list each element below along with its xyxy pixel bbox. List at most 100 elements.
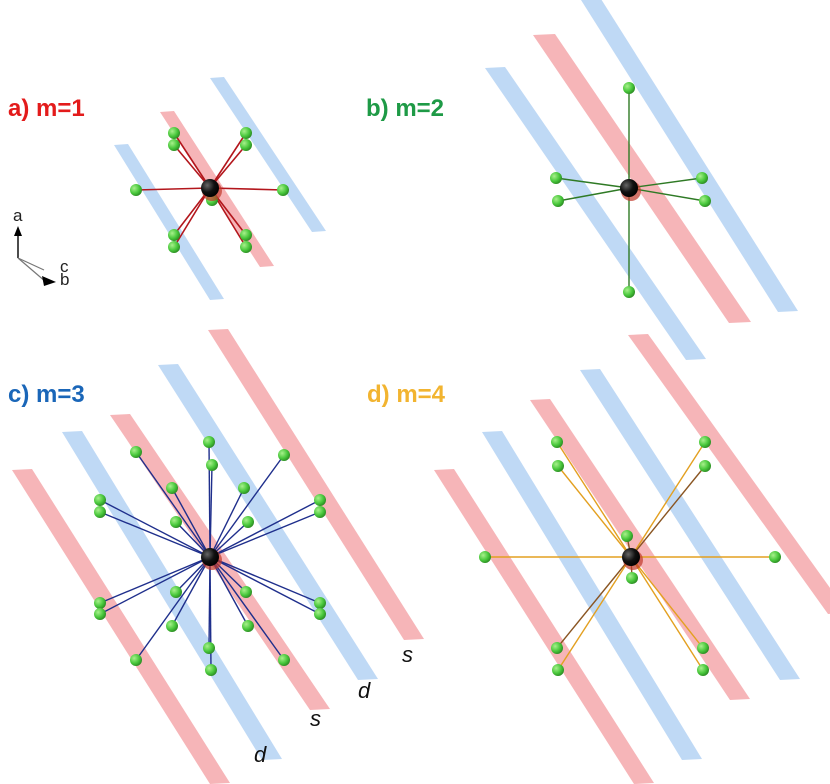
- bond: [209, 132, 247, 189]
- bond: [173, 132, 211, 189]
- center-atom: [201, 179, 219, 197]
- bond: [630, 556, 704, 649]
- ligand-atom: [170, 586, 182, 598]
- panel-c-label: c) m=3: [8, 381, 85, 408]
- ligand-atom: [314, 608, 326, 620]
- bond: [135, 187, 211, 191]
- bond: [628, 187, 706, 202]
- ligand-atom: [130, 654, 142, 666]
- ligand-atom: [240, 241, 252, 253]
- lattice-plane-d: [482, 431, 702, 760]
- center-atom: [201, 548, 219, 566]
- bond: [209, 511, 321, 558]
- ligand-atom: [623, 286, 635, 298]
- bond: [173, 187, 211, 248]
- center-atom: [622, 548, 640, 566]
- plane-label-d-left: d: [254, 742, 267, 767]
- bond: [209, 187, 284, 191]
- panel-b-label: b) m=2: [366, 95, 445, 122]
- lattice-plane-s: [12, 469, 230, 784]
- ligand-atom: [314, 494, 326, 506]
- lattice-plane-d: [581, 0, 798, 312]
- ligand-atom: [550, 172, 562, 184]
- ligand-atom: [203, 436, 215, 448]
- ligand-atom: [166, 482, 178, 494]
- bond: [209, 454, 285, 558]
- bond: [135, 451, 211, 558]
- ligand-atom: [551, 436, 563, 448]
- ligand-atom: [278, 449, 290, 461]
- ligand-atom: [166, 620, 178, 632]
- bond: [209, 556, 285, 661]
- ligand-atom: [697, 642, 709, 654]
- ligand-atom: [94, 608, 106, 620]
- ligand-atom: [699, 436, 711, 448]
- panel-a-label: a) m=1: [8, 95, 85, 122]
- bond: [630, 441, 706, 558]
- ligand-atom: [314, 597, 326, 609]
- bond: [135, 556, 211, 661]
- ligand-atom: [168, 241, 180, 253]
- lattice-plane-s: [533, 34, 751, 323]
- ligand-atom: [314, 506, 326, 518]
- axis-b-arrow: [17, 257, 47, 283]
- ligand-atom: [94, 494, 106, 506]
- bond: [171, 487, 211, 558]
- lattice-plane-s: [434, 469, 654, 784]
- ligand-atom: [205, 664, 217, 676]
- center-atom: [620, 179, 638, 197]
- axis-a-arrowhead: [14, 226, 22, 236]
- bond: [555, 177, 630, 189]
- ligand-atom: [240, 229, 252, 241]
- bond: [99, 511, 211, 558]
- bond: [171, 556, 211, 627]
- ligand-atom: [240, 139, 252, 151]
- lattice-plane-s: [628, 334, 830, 614]
- ligand-atom: [238, 482, 250, 494]
- axis-triad: [14, 226, 56, 286]
- ligand-atom: [552, 195, 564, 207]
- bond: [209, 144, 247, 189]
- lattice-plane-s: [530, 399, 750, 700]
- lattice-plane-d: [485, 67, 706, 360]
- bonds: [99, 88, 775, 671]
- bond: [209, 499, 321, 558]
- bond: [209, 556, 321, 604]
- bond: [173, 144, 211, 189]
- bond: [209, 556, 321, 615]
- panel-d-label: d) m=4: [367, 381, 446, 408]
- axis-label-c: c: [60, 257, 69, 276]
- bond: [99, 556, 211, 604]
- axis-label-a: a: [13, 206, 23, 225]
- ligand-atom: [206, 459, 218, 471]
- bond: [209, 487, 245, 558]
- lattice-plane-s: [208, 329, 424, 640]
- ligand-atom: [479, 551, 491, 563]
- lattice-plane-d: [580, 369, 800, 680]
- ligand-atom: [130, 446, 142, 458]
- bond: [99, 556, 211, 615]
- ligand-atom: [168, 127, 180, 139]
- ligand-atom: [168, 139, 180, 151]
- ligand-atom: [203, 642, 215, 654]
- axis-b-arrowhead: [42, 276, 56, 286]
- ligand-atom: [168, 229, 180, 241]
- ligand-atom: [94, 506, 106, 518]
- ligand-atom: [769, 551, 781, 563]
- bond: [557, 465, 632, 558]
- lattice-plane-d: [114, 144, 224, 300]
- plane-label-s-left: s: [310, 706, 321, 731]
- ligand-atom: [552, 460, 564, 472]
- ligand-atom: [240, 127, 252, 139]
- atoms: [94, 82, 781, 676]
- lattice-plane-d: [210, 77, 326, 232]
- bond: [556, 441, 632, 558]
- ligand-atom: [551, 642, 563, 654]
- ligand-atom: [697, 664, 709, 676]
- ligand-atom: [699, 195, 711, 207]
- bond: [630, 556, 704, 671]
- ligand-atom: [277, 184, 289, 196]
- lattice-planes: [12, 0, 830, 784]
- ligand-atom: [130, 184, 142, 196]
